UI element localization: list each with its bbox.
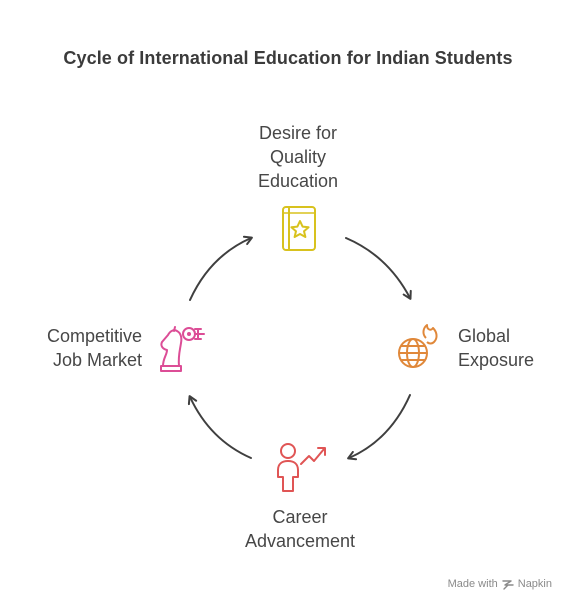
node-label-competitive-job-market: Competitive Job Market — [46, 326, 142, 370]
globe-fire-icon — [398, 324, 438, 368]
made-with-text: Made with — [447, 578, 498, 590]
arrow-top-to-right — [345, 237, 412, 300]
napkin-brand-text: Napkin — [517, 578, 552, 590]
diagram-title: Cycle of International Education for Ind… — [63, 48, 513, 68]
node-label-career-advancement: Career Advancement — [244, 507, 356, 551]
node-label-quality-education: Desire for Quality Education — [257, 123, 339, 191]
person-growth-icon — [277, 443, 326, 492]
node-label-global-exposure: Global Exposure — [458, 326, 535, 370]
arrow-right-to-bottom — [347, 394, 411, 461]
napkin-logo-icon — [502, 580, 514, 590]
napkin-footer[interactable]: Made with Napkin — [448, 578, 552, 590]
arrow-bottom-to-left — [187, 395, 252, 459]
chess-knight-icon — [160, 326, 205, 372]
arrow-left-to-top — [189, 235, 253, 301]
book-star-icon — [282, 206, 316, 251]
